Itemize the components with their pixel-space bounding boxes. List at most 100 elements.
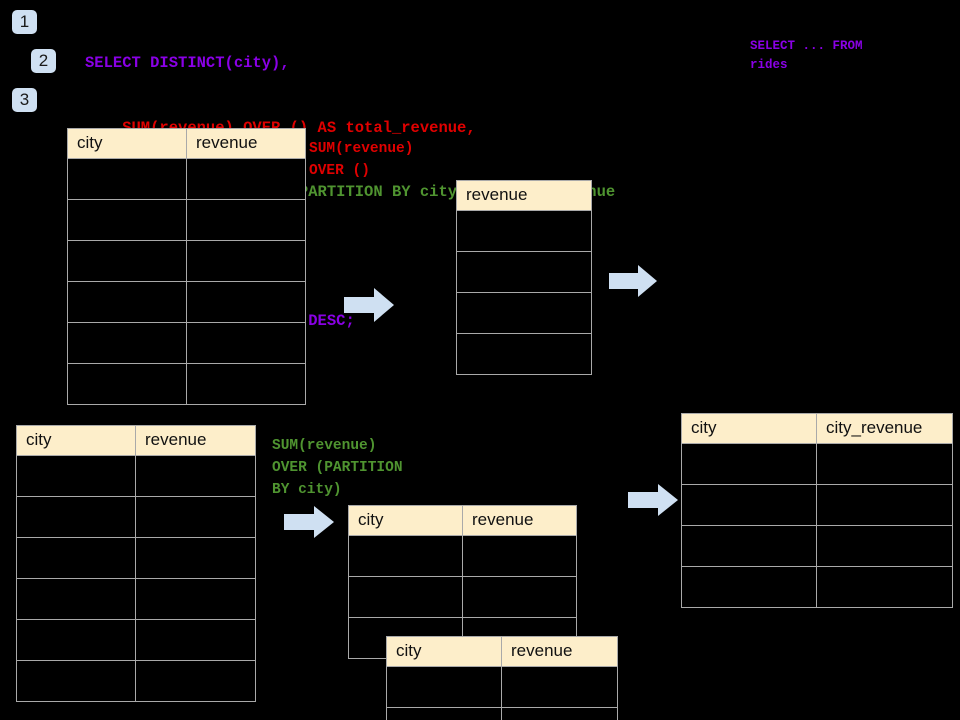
table-row xyxy=(456,292,592,334)
cell-city-revenue xyxy=(816,443,953,485)
cell-city-revenue xyxy=(816,525,953,567)
cell-city-revenue xyxy=(816,566,953,608)
cell-city xyxy=(67,199,187,241)
arrow-source-to-partition xyxy=(284,506,334,538)
column-header-revenue: revenue xyxy=(186,128,306,159)
table-row xyxy=(16,578,256,620)
cell-city xyxy=(16,660,136,702)
table-partition-a: city revenue xyxy=(348,505,577,659)
arrow-source-to-total xyxy=(344,288,394,322)
table-row xyxy=(386,666,618,708)
step-badge-2: 2 xyxy=(31,49,56,73)
table-row xyxy=(681,566,953,608)
table-row xyxy=(348,535,577,577)
cell-revenue xyxy=(135,496,256,538)
sidenote-select-from-rides: SELECT ... FROM rides xyxy=(750,39,863,72)
cell-city xyxy=(386,707,502,720)
table-row xyxy=(16,619,256,661)
arrow-total-to-result xyxy=(609,265,657,297)
sql-line-1: SELECT DISTINCT(city), xyxy=(85,54,290,72)
cell-revenue xyxy=(186,281,306,323)
cell-city xyxy=(386,666,502,708)
table-source-bottom: city revenue xyxy=(16,425,256,702)
cell-revenue xyxy=(135,578,256,620)
table-header-row: city revenue xyxy=(348,505,577,536)
cell-revenue xyxy=(456,251,592,293)
cell-revenue xyxy=(135,660,256,702)
table-row xyxy=(67,240,306,282)
cell-city-revenue xyxy=(816,484,953,526)
column-header-city: city xyxy=(348,505,463,536)
table-row xyxy=(16,660,256,702)
cell-revenue xyxy=(501,707,618,720)
annotation-total-revenue: SUM(revenue) OVER () xyxy=(309,141,414,179)
column-header-city: city xyxy=(67,128,187,159)
column-header-revenue: revenue xyxy=(501,636,618,667)
table-row xyxy=(386,707,618,720)
table-total-revenue: revenue xyxy=(456,180,592,375)
cell-revenue xyxy=(186,199,306,241)
table-row xyxy=(16,537,256,579)
cell-revenue xyxy=(135,537,256,579)
table-row xyxy=(67,322,306,364)
cell-city xyxy=(16,578,136,620)
annotation-city-revenue: SUM(revenue) OVER (PARTITION BY city) xyxy=(272,438,403,498)
table-header-row: city revenue xyxy=(67,128,306,159)
table-header-row: city city_revenue xyxy=(681,413,953,444)
cell-city xyxy=(348,576,463,618)
cell-revenue xyxy=(186,240,306,282)
cell-revenue xyxy=(462,535,577,577)
table-header-row: revenue xyxy=(456,180,592,211)
cell-revenue xyxy=(462,576,577,618)
cell-city xyxy=(16,455,136,497)
table-row xyxy=(16,496,256,538)
column-header-revenue: revenue xyxy=(135,425,256,456)
table-row xyxy=(16,455,256,497)
table-row xyxy=(67,199,306,241)
cell-city xyxy=(681,566,817,608)
step-badge-3: 3 xyxy=(12,88,37,112)
cell-city xyxy=(348,535,463,577)
cell-revenue xyxy=(186,322,306,364)
cell-revenue xyxy=(456,210,592,252)
column-header-revenue: revenue xyxy=(462,505,577,536)
cell-city xyxy=(67,322,187,364)
table-header-row: city revenue xyxy=(16,425,256,456)
cell-city xyxy=(681,484,817,526)
cell-revenue xyxy=(456,333,592,375)
cell-revenue xyxy=(135,619,256,661)
cell-city xyxy=(681,443,817,485)
table-row xyxy=(681,443,953,485)
table-row xyxy=(681,525,953,567)
table-row xyxy=(456,210,592,252)
table-header-row: city revenue xyxy=(386,636,618,667)
table-row xyxy=(456,333,592,375)
arrow-partition-to-result xyxy=(628,484,678,516)
cell-revenue xyxy=(501,666,618,708)
cell-city xyxy=(16,619,136,661)
cell-city xyxy=(681,525,817,567)
table-row xyxy=(456,251,592,293)
table-row xyxy=(67,158,306,200)
cell-city xyxy=(67,363,187,405)
cell-revenue xyxy=(186,363,306,405)
table-partition-b: city revenue xyxy=(386,636,618,720)
table-result: city city_revenue xyxy=(681,413,953,608)
cell-city xyxy=(16,537,136,579)
cell-city xyxy=(67,281,187,323)
table-row xyxy=(67,363,306,405)
column-header-city: city xyxy=(681,413,817,444)
column-header-city-revenue: city_revenue xyxy=(816,413,953,444)
step-badge-1: 1 xyxy=(12,10,37,34)
table-row xyxy=(348,576,577,618)
cell-city xyxy=(16,496,136,538)
column-header-city: city xyxy=(16,425,136,456)
cell-city xyxy=(67,158,187,200)
cell-revenue xyxy=(186,158,306,200)
column-header-revenue: revenue xyxy=(456,180,592,211)
cell-city xyxy=(67,240,187,282)
cell-revenue xyxy=(456,292,592,334)
cell-revenue xyxy=(135,455,256,497)
table-source-top: city revenue xyxy=(67,128,306,405)
